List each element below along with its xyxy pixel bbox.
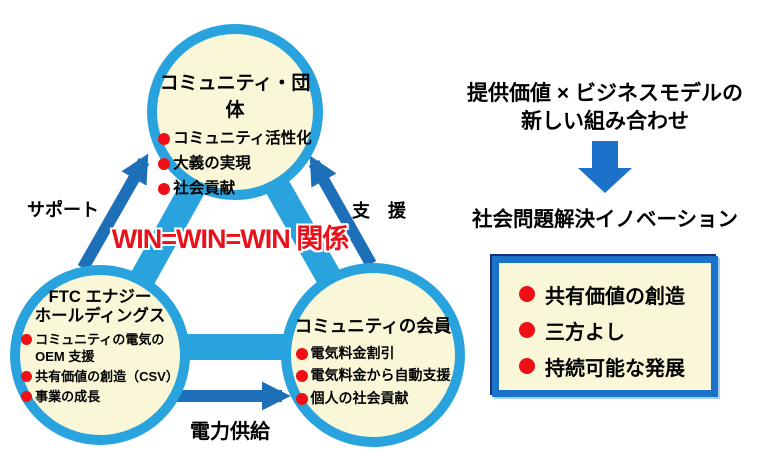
circle-item-list: コミュニティ活性化 大義の実現 社会貢献 bbox=[158, 126, 312, 201]
bullet-icon bbox=[295, 370, 308, 383]
bullet-icon bbox=[519, 358, 535, 374]
bullet-icon bbox=[295, 348, 308, 360]
list-item: 社会貢献 bbox=[158, 176, 312, 201]
bullet-icon bbox=[295, 392, 308, 405]
win-relationship-label: WIN=WIN=WIN 関係 bbox=[111, 224, 350, 254]
circle-title: コミュニティ・団体 bbox=[159, 73, 311, 121]
list-item: 三方よし bbox=[519, 312, 711, 348]
community-groups-circle: コミュニティ・団体 コミュニティ活性化 大義の実現 社会貢献 bbox=[147, 24, 323, 200]
list-item: 共有価値の創造（CSV） bbox=[21, 368, 179, 385]
list-item: 共有価値の創造 bbox=[519, 276, 711, 312]
circle-item-list: コミュニティの電気の OEM 支援 共有価値の創造（CSV） 事業の成長 bbox=[21, 331, 179, 409]
innovation-heading: 社会問題解決イノベーション bbox=[471, 208, 739, 231]
benefits-list: 共有価値の創造 三方よし 持続可能な発展 bbox=[519, 276, 711, 384]
bullet-icon bbox=[519, 286, 535, 302]
list-item: コミュニティ活性化 bbox=[158, 126, 312, 151]
community-members-circle: コミュニティの会員 電気料金割引 電気料金から自動支援 個人の社会貢献 bbox=[281, 263, 465, 447]
bullet-icon bbox=[21, 391, 33, 403]
ftc-energy-holdings-circle: FTC エナジー ホールディングス コミュニティの電気の OEM 支援 共有価値… bbox=[10, 265, 190, 445]
list-item: 大義の実現 bbox=[158, 151, 312, 176]
bullet-icon bbox=[519, 322, 535, 338]
power-supply-label: 電力供給 bbox=[190, 421, 270, 443]
down-arrow-icon bbox=[578, 141, 632, 193]
bullet-icon bbox=[158, 183, 171, 196]
down-arrow-shaft bbox=[592, 141, 618, 168]
list-item: 電気料金から自動支援 bbox=[295, 364, 451, 386]
shien-label: 支 援 bbox=[352, 201, 406, 221]
support-arrow-icon bbox=[77, 153, 150, 271]
circle-title: コミュニティの会員 bbox=[294, 316, 452, 336]
bullet-icon bbox=[158, 158, 171, 171]
list-item: 個人の社会貢献 bbox=[295, 387, 451, 409]
circle-item-list: 電気料金割引 電気料金から自動支援 個人の社会貢献 bbox=[295, 342, 451, 409]
summary-panel: 提供価値 × ビジネスモデルの 新しい組み合わせ 社会問題解決イノベーション 共… bbox=[450, 0, 760, 460]
list-item: 電気料金割引 bbox=[295, 342, 451, 364]
benefits-box: 共有価値の創造 三方よし 持続可能な発展 bbox=[492, 256, 718, 397]
win-win-win-triangle-diagram: コミュニティ・団体 コミュニティ活性化 大義の実現 社会貢献 FTC エナジー … bbox=[10, 24, 465, 447]
bullet-icon bbox=[158, 133, 171, 145]
bullet-icon bbox=[21, 333, 33, 345]
list-item: 持続可能な発展 bbox=[519, 348, 711, 384]
shien-arrow-icon bbox=[308, 155, 377, 267]
list-item: 事業の成長 bbox=[21, 388, 179, 405]
bullet-icon bbox=[21, 371, 33, 383]
support-label: サポート bbox=[27, 200, 99, 220]
down-arrow-head bbox=[578, 168, 632, 193]
value-combination-heading: 提供価値 × ビジネスモデルの 新しい組み合わせ bbox=[467, 82, 743, 133]
list-item: コミュニティの電気の OEM 支援 bbox=[21, 331, 179, 365]
circle-title: FTC エナジー ホールディングス bbox=[34, 288, 166, 325]
